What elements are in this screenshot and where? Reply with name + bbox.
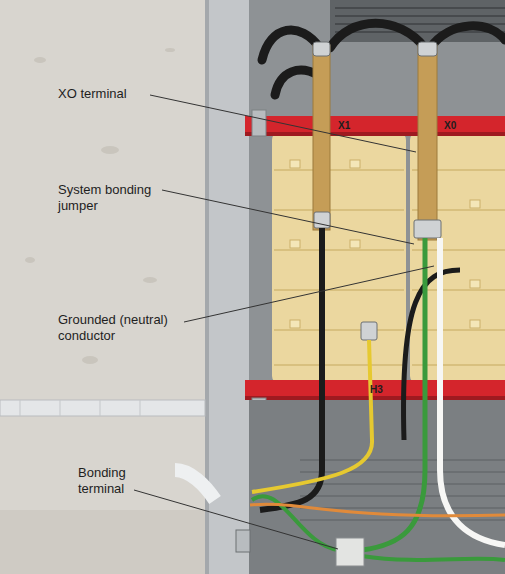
leader-lines (134, 95, 434, 549)
terminal-marking: X0 (444, 120, 456, 132)
clamp-bar-shadow (245, 396, 505, 400)
conduit (0, 400, 205, 416)
concrete-wall (0, 0, 210, 574)
line-cables (262, 23, 505, 95)
terminal-marking: H3 (370, 384, 383, 396)
primary-lead (252, 340, 372, 492)
clamp-bar (245, 116, 505, 136)
clamp-bar (245, 380, 505, 400)
conduit-ribs (20, 400, 140, 416)
clamp-bar-shadow (245, 132, 505, 136)
x1-bus-bar (313, 45, 330, 230)
clamp (236, 530, 250, 552)
terminal-lugs (313, 42, 441, 340)
grounded-neutral-conductor (440, 238, 505, 545)
conduit-fitting (175, 470, 215, 500)
equipment-grounding-conductor (362, 556, 505, 560)
terminal-marking: X1 (338, 120, 350, 132)
system-bonding-jumper (362, 238, 425, 550)
wall-texture (13, 48, 175, 543)
x0-bus-bar (418, 45, 437, 240)
orange-lead (250, 504, 505, 516)
callout-label: Bonding terminal (78, 465, 170, 496)
floor (0, 510, 210, 574)
line-conductor (260, 228, 322, 510)
coil-windings (274, 170, 505, 365)
callout-label: XO terminal (58, 86, 168, 102)
callout-label: System bonding jumper (58, 182, 168, 213)
coil (272, 132, 406, 384)
bracket (252, 110, 266, 136)
callout-label: Grounded (neutral) conductor (58, 312, 198, 343)
secondary-lead (403, 270, 460, 440)
bonding-terminal (336, 538, 364, 566)
